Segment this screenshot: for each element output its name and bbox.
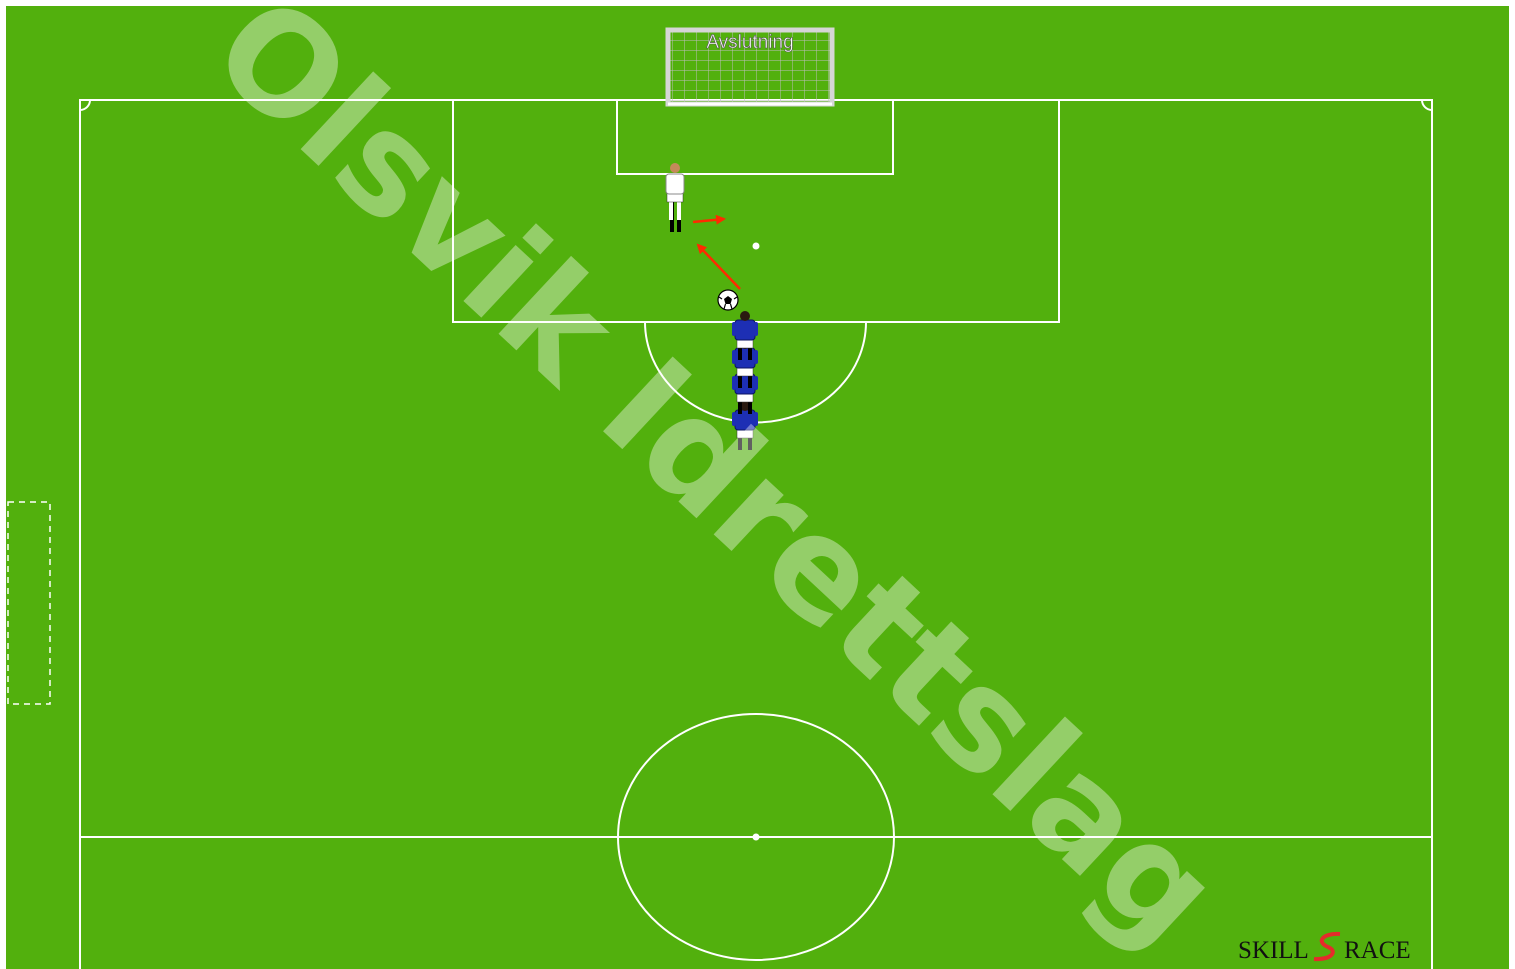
- penalty-spot: [753, 243, 760, 250]
- brand-left: SKILL: [1238, 937, 1309, 964]
- soccer-ball-icon: [718, 290, 738, 310]
- center-spot: [753, 834, 760, 841]
- goal-label: Avslutning: [706, 32, 793, 53]
- brand-right: RACE: [1344, 937, 1411, 964]
